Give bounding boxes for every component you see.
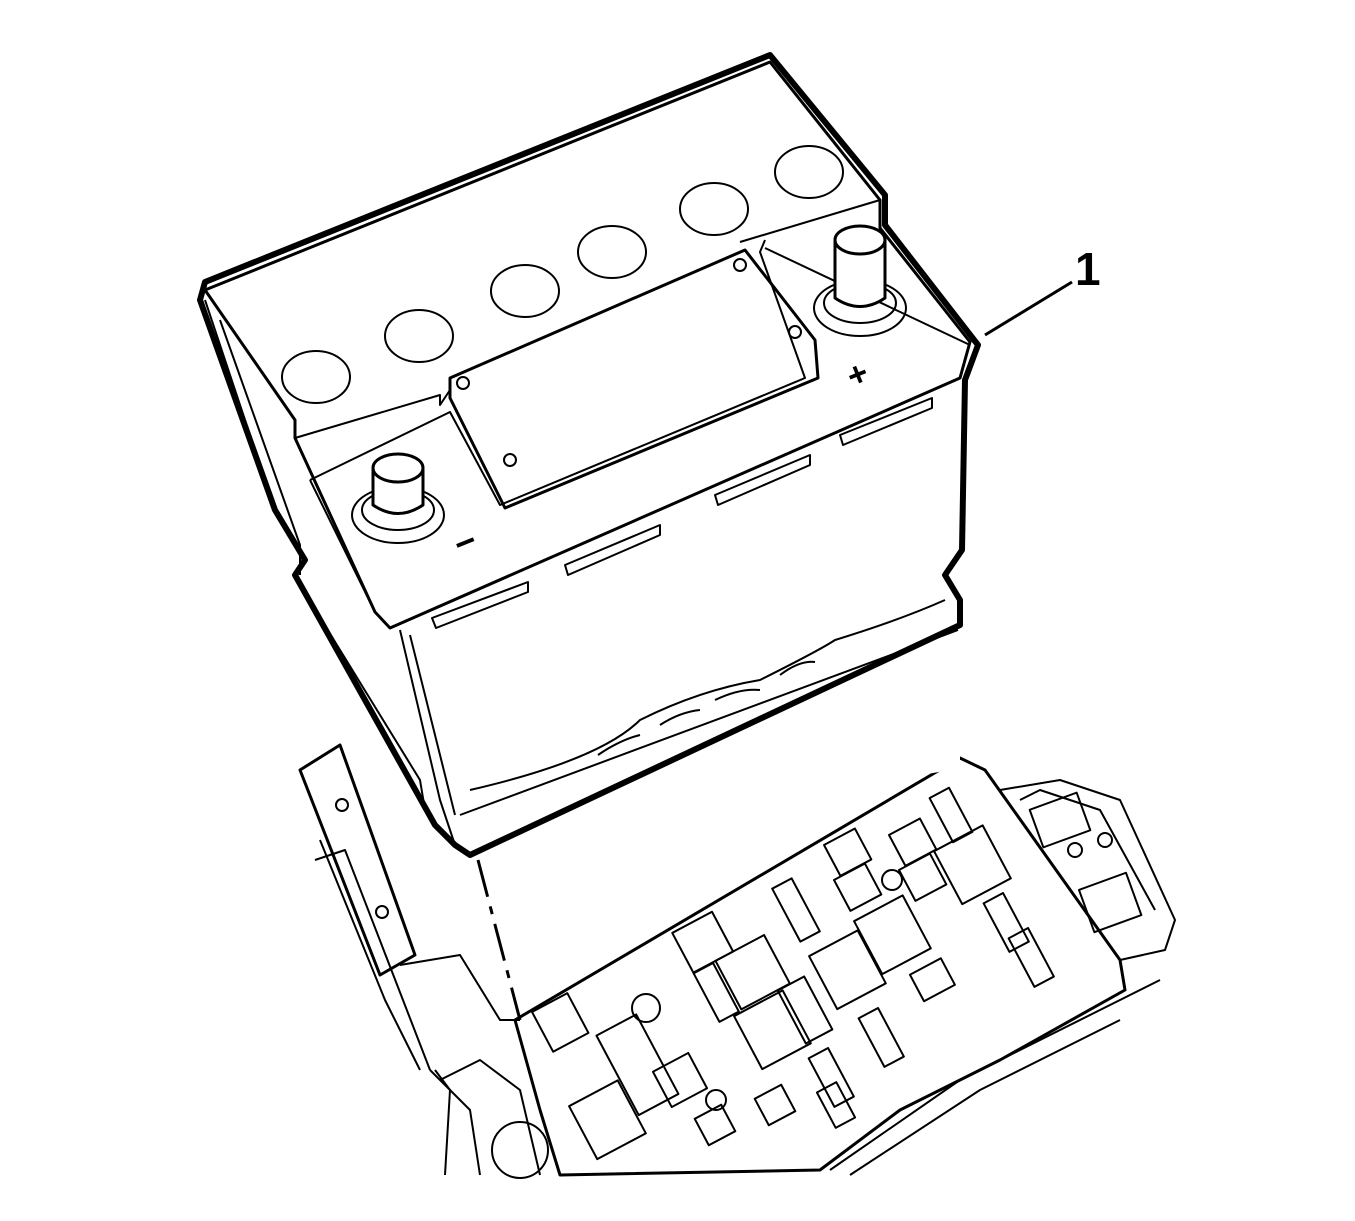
callout-number: 1 [1075,243,1101,295]
negative-terminal [351,452,445,544]
battery: − + [197,52,981,858]
relay-array [531,786,1143,1161]
fuse-block [298,743,1176,1179]
vent-caps [281,145,844,404]
callout-1: 1 [984,243,1101,337]
positive-terminal [813,224,907,337]
